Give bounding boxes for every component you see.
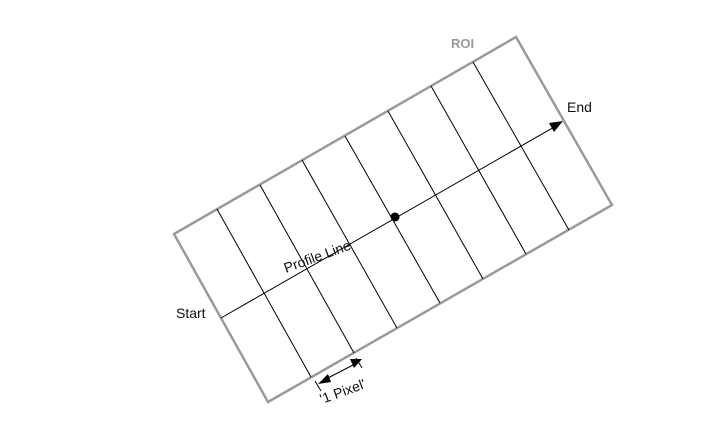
- center-point: [390, 212, 400, 222]
- pixel-measure-arrow-left: [318, 374, 331, 384]
- roi-label: ROI: [451, 36, 474, 51]
- end-arrowhead: [549, 121, 563, 132]
- start-label: Start: [176, 305, 206, 321]
- roi-rectangle: [172, 35, 614, 404]
- end-label: End: [567, 99, 592, 115]
- pixel-measure-arrow-right: [350, 359, 362, 368]
- profile-line: [220, 125, 557, 319]
